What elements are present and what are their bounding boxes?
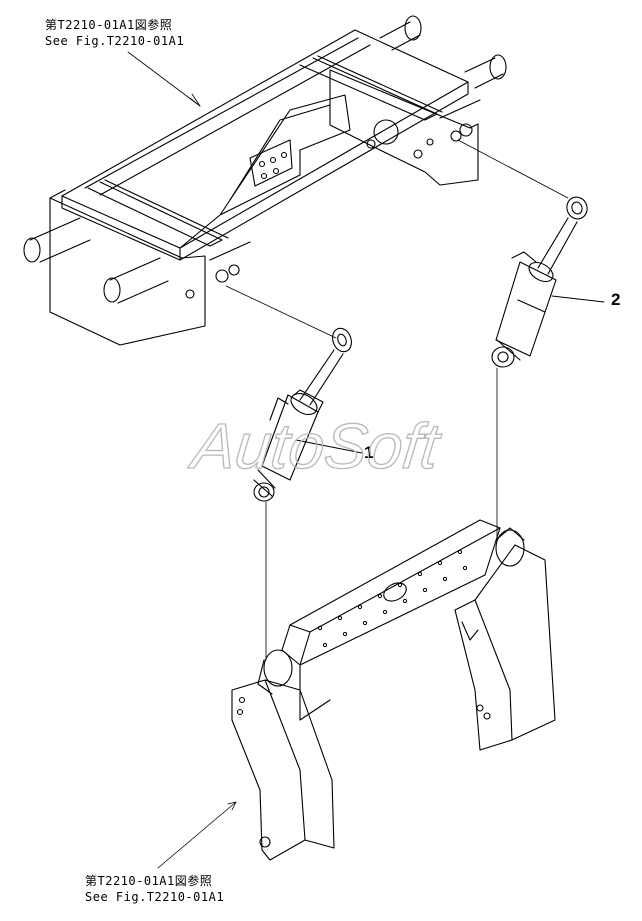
bottom-reference-en: See Fig.T2210-01A1 (85, 890, 225, 904)
callout-1: 1 (364, 443, 374, 462)
cylinder-1 (253, 327, 352, 502)
lower-frame (231, 519, 556, 861)
bottom-reference-jp: 第T2210-01A1図参照 (85, 874, 213, 888)
cylinder-2 (491, 196, 588, 368)
callout-leaders (295, 295, 605, 454)
reference-leaders (127, 51, 237, 869)
watermark-text: AutoSoft (186, 410, 445, 482)
top-reference-jp: 第T2210-01A1図参照 (45, 18, 173, 32)
callout-2: 2 (611, 290, 621, 309)
assembly-lines (225, 139, 569, 661)
upper-frame (23, 15, 507, 346)
watermark-logo: AutoSoft (186, 410, 446, 483)
top-reference-en: See Fig.T2210-01A1 (45, 34, 185, 48)
